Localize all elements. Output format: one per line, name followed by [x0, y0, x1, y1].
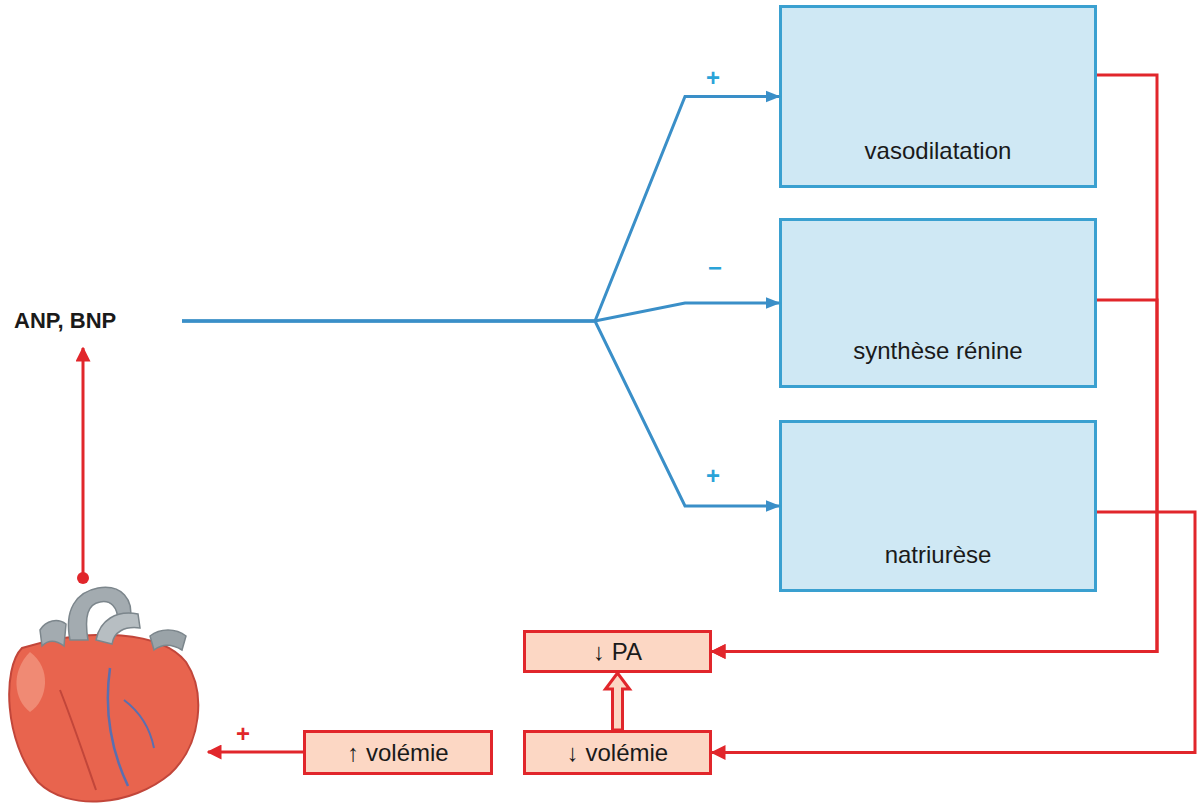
hormone-label: ANP, BNP [14, 304, 182, 338]
sign-label: + [706, 66, 720, 90]
connector-arrow [182, 303, 779, 321]
stimulus-line [208, 751, 303, 754]
node-text: ↑ volémie [347, 739, 448, 767]
effect-box: vasodilatation [779, 5, 1097, 188]
block-arrow [606, 673, 630, 730]
node-text: ANP, BNP [14, 308, 116, 333]
effect-box: synthèse rénine [779, 218, 1097, 388]
connector-arrow [182, 321, 779, 506]
effect-box: natriurèse [779, 420, 1097, 592]
node-text: ↓ volémie [567, 739, 668, 767]
sign-label: + [706, 464, 720, 488]
node-text: synthèse rénine [853, 337, 1022, 365]
connector-arrow [182, 97, 779, 322]
secretion-line [82, 348, 85, 578]
node-text: vasodilatation [865, 137, 1012, 165]
node-text: natriurèse [885, 541, 992, 569]
stimulus-box: ↑ volémie [303, 730, 493, 775]
node-text: ↓ PA [593, 638, 642, 666]
outcome-box: ↓ volémie [523, 730, 712, 775]
outcome-box: ↓ PA [523, 630, 712, 673]
heart-illustration [9, 572, 198, 802]
sign-label: + [236, 722, 250, 746]
sign-label: − [708, 256, 722, 280]
